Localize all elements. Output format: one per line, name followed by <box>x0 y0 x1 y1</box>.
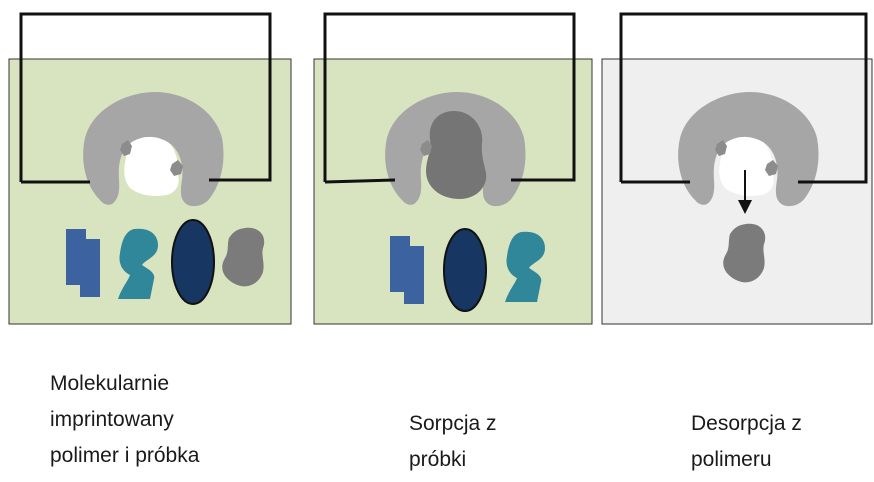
bound-template-icon <box>426 111 487 199</box>
panel-3-desorption <box>601 12 873 325</box>
binding-site-icon <box>715 140 727 156</box>
caption-line: imprintowany <box>50 408 174 431</box>
caption-panel-1: Molekularnie imprintowany polimer i prób… <box>50 366 199 474</box>
imprinted-polymer-icon <box>385 92 526 207</box>
imprinted-polymer-icon <box>678 92 819 207</box>
imprint-frame <box>619 12 868 184</box>
panel-1-polymer-and-sample <box>8 12 292 325</box>
imprinted-polymer-icon <box>83 92 224 207</box>
imprint-frame-left-edge <box>324 178 396 184</box>
caption-line: polimeru <box>691 448 772 471</box>
caption-line: polimer i próbka <box>50 444 200 467</box>
caption-panel-2: Sorpcja z próbki <box>409 406 497 478</box>
sample-molecule-navy <box>443 228 487 312</box>
imprint-frame <box>19 12 272 182</box>
binding-site-icon <box>420 140 432 156</box>
process-diagram <box>8 12 873 325</box>
caption-line: Sorpcja z <box>409 412 497 435</box>
binding-site-icon <box>765 160 778 176</box>
down-arrow-icon <box>738 170 752 214</box>
panel-2-sorption <box>313 12 593 325</box>
caption-line: Desorpcja z <box>691 412 802 435</box>
caption-line: próbki <box>409 448 467 471</box>
sample-molecule-navy <box>171 219 215 305</box>
imprint-frame <box>323 12 576 182</box>
binding-site-icon <box>120 140 132 156</box>
caption-panel-3: Desorpcja z polimeru <box>691 406 802 478</box>
binding-site-icon <box>170 160 183 176</box>
caption-line: Molekularnie <box>50 372 170 395</box>
